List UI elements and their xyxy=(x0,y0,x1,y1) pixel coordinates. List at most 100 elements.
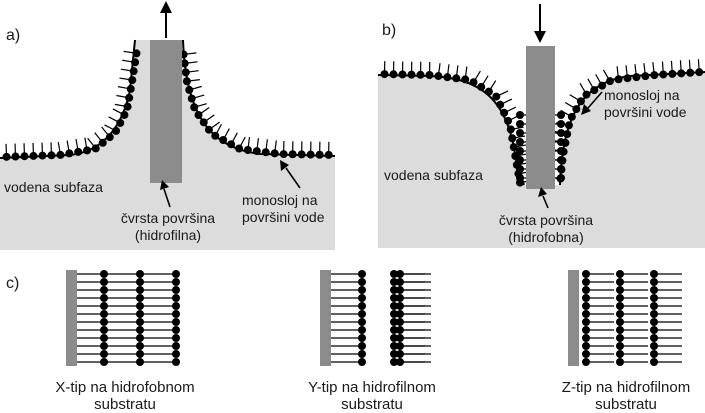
molecule-head xyxy=(396,302,404,310)
panel-b-monolayer-pointer xyxy=(581,91,603,115)
molecule-head xyxy=(557,129,565,137)
molecule-head xyxy=(261,148,270,157)
molecule-head xyxy=(132,49,141,58)
molecule-head xyxy=(131,58,140,67)
molecule-head xyxy=(484,87,493,96)
panel-b-solid-label-line2: (hidrofobna) xyxy=(508,229,584,245)
molecule-head xyxy=(120,110,129,119)
molecule-head xyxy=(650,278,658,286)
molecule-head xyxy=(324,150,333,159)
molecule-head xyxy=(557,120,565,128)
molecule-head xyxy=(358,350,366,358)
molecule-head xyxy=(182,77,191,86)
panel-a-solid-substrate xyxy=(150,40,182,183)
molecule-head xyxy=(650,286,658,294)
molecule-head xyxy=(358,286,366,294)
molecule-head xyxy=(567,112,576,121)
molecule-head xyxy=(172,326,180,334)
molecule-head xyxy=(650,71,659,80)
molecule-head xyxy=(509,143,518,152)
molecule-head xyxy=(358,326,366,334)
molecule-head xyxy=(508,134,517,143)
molecule-head xyxy=(590,86,599,95)
molecule-head xyxy=(650,350,658,358)
molecule-head xyxy=(616,302,624,310)
panel-a-subphase-label: vodena subfaza xyxy=(4,179,103,195)
molecule-head xyxy=(650,270,658,278)
panel-b-down-arrow xyxy=(534,4,546,43)
molecule-head xyxy=(11,152,20,161)
molecule-head xyxy=(125,93,134,102)
molecule-head xyxy=(623,74,632,83)
molecule-head xyxy=(390,302,398,310)
panel-b-tag: b) xyxy=(382,22,396,39)
molecule-head xyxy=(396,286,404,294)
molecule-head xyxy=(390,326,398,334)
molecule-head xyxy=(477,82,486,91)
molecule-head xyxy=(516,129,524,137)
molecule-head xyxy=(598,81,607,90)
molecule-head xyxy=(306,150,315,159)
molecule-head xyxy=(390,342,398,350)
molecule-head xyxy=(396,270,404,278)
molecule-head xyxy=(91,144,100,153)
molecule-head xyxy=(582,334,590,342)
molecule-head xyxy=(516,165,524,173)
molecule-head xyxy=(398,70,407,79)
molecule-head xyxy=(582,350,590,358)
molecule-head xyxy=(469,78,478,87)
molecule-head xyxy=(172,310,180,318)
molecule-head xyxy=(204,125,213,134)
molecule-head xyxy=(582,342,590,350)
molecule-head xyxy=(105,133,114,142)
molecule-head xyxy=(616,318,624,326)
molecule-head xyxy=(650,294,658,302)
molecule-head xyxy=(126,84,135,93)
molecule-head xyxy=(279,150,288,159)
molecule-head xyxy=(358,270,366,278)
panel-b: b) vodena subfaza čvrsta površina (hidro… xyxy=(377,4,705,248)
molecule-head xyxy=(83,146,92,155)
molecule-head xyxy=(129,67,138,76)
molecule-head xyxy=(74,147,83,156)
molecule-head xyxy=(557,147,565,155)
molecule-head xyxy=(172,318,180,326)
panel-a-monolayer xyxy=(2,49,333,161)
panel-b-subphase xyxy=(378,72,705,248)
molecule-head xyxy=(358,302,366,310)
molecule-head xyxy=(390,358,398,366)
molecule-head xyxy=(582,302,590,310)
film-z-molecules xyxy=(582,270,682,366)
molecule-head xyxy=(582,294,590,302)
molecule-head xyxy=(434,72,443,81)
molecule-head xyxy=(582,310,590,318)
molecule-head xyxy=(396,294,404,302)
molecule-head xyxy=(582,358,590,366)
molecule-head xyxy=(128,76,137,85)
molecule-head xyxy=(297,150,306,159)
molecule-head xyxy=(270,149,279,158)
molecule-head xyxy=(194,111,203,120)
molecule-head xyxy=(190,103,199,112)
molecule-head xyxy=(358,318,366,326)
molecule-head xyxy=(695,68,704,77)
film-y-substrate xyxy=(320,270,331,366)
molecule-head xyxy=(65,149,74,158)
film-x-molecules xyxy=(77,270,180,366)
molecule-head xyxy=(390,286,398,294)
molecule-head xyxy=(390,270,398,278)
molecule-head xyxy=(563,130,572,139)
film-z-caption-line1: Z-tip na hidrofilnom xyxy=(562,379,690,396)
molecule-head xyxy=(181,68,190,77)
molecule-head xyxy=(557,165,565,173)
molecule-head xyxy=(172,302,180,310)
panel-a-monolayer-label-line1: monosloj na xyxy=(242,192,318,208)
molecule-head xyxy=(358,278,366,286)
molecule-head xyxy=(288,150,297,159)
molecule-head xyxy=(185,85,194,94)
film-x-substrate xyxy=(66,270,77,366)
molecule-head xyxy=(516,120,524,128)
molecule-head xyxy=(616,350,624,358)
molecule-head xyxy=(227,140,236,149)
